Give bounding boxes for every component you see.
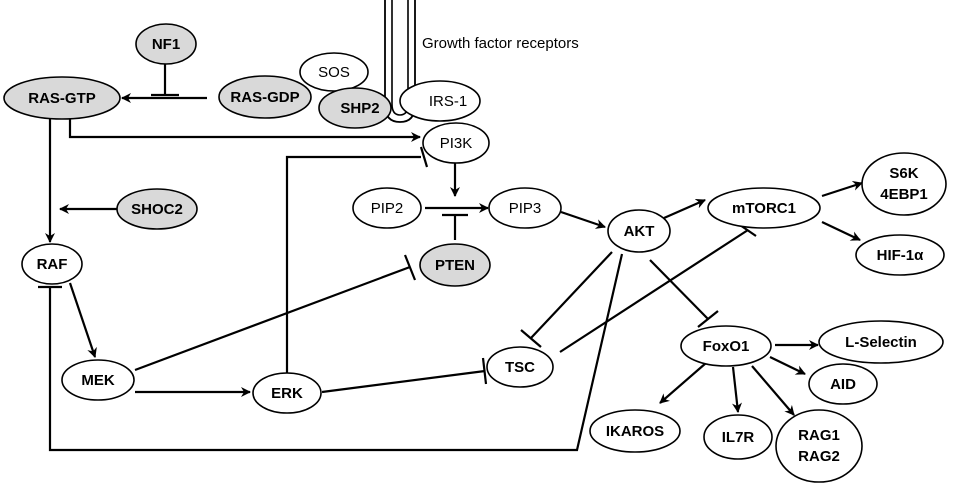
node-raf: RAF <box>21 243 83 285</box>
edges <box>38 63 863 452</box>
node-label: IL7R <box>722 429 755 446</box>
edge-tsc-inhibits-mtorc1 <box>559 229 749 353</box>
node-label: RAG1 <box>798 427 840 444</box>
node-l-selectin: L-Selectin <box>818 320 944 364</box>
node-mek: MEK <box>61 359 135 401</box>
node-mtorc1: mTORC1 <box>707 187 821 229</box>
node-s6k-4ebp1: S6K 4EBP1 <box>861 152 947 216</box>
edge-akt-inhibits-raf <box>48 253 624 452</box>
node-hif-1a: HIF-1α <box>855 234 945 276</box>
node-label: PI3K <box>440 135 473 152</box>
edge-akt-inhibits-foxo1 <box>649 259 709 320</box>
node-label: AID <box>830 376 856 393</box>
node-label: IKAROS <box>606 423 664 440</box>
node-label: SHP2 <box>340 100 379 117</box>
node-label: FoxO1 <box>703 338 750 355</box>
node-label: IRS-1 <box>429 93 467 110</box>
inhibition-bar <box>403 254 417 281</box>
node-sos: SOS <box>299 52 369 92</box>
node-label: NF1 <box>152 36 180 53</box>
node-label: mTORC1 <box>732 200 796 217</box>
node-label: RAS-GDP <box>230 89 299 106</box>
inhibition-bar <box>697 310 719 328</box>
edge-mtorc1-to-s6k <box>821 181 863 198</box>
node-label: PIP2 <box>371 200 404 217</box>
node-label: HIF-1α <box>877 247 925 264</box>
inhibition-bar <box>520 329 542 348</box>
node-shp2: SHP2 <box>318 87 392 129</box>
node-ras-gtp: RAS-GTP <box>3 76 121 120</box>
node-pi3k: PI3K <box>422 122 490 164</box>
node-label: SOS <box>318 64 350 81</box>
edge-mtorc1-to-hif1a <box>821 221 861 241</box>
edge-foxo1-to-rag <box>751 365 795 416</box>
node-label: S6K <box>889 165 918 182</box>
node-label: MEK <box>81 372 115 389</box>
inhibition-bar <box>481 357 488 385</box>
node-tsc: TSC <box>486 346 554 388</box>
node-ikaros: IKAROS <box>589 409 681 453</box>
edge-erk-inhibits-pi3k <box>285 155 421 373</box>
node-pip3: PIP3 <box>488 187 562 229</box>
node-label: RAG2 <box>798 448 840 465</box>
edge-akt-inhibits-tsc <box>530 251 613 339</box>
node-label: PIP3 <box>509 200 542 217</box>
node-label: AKT <box>624 223 655 240</box>
node-label: RAF <box>37 256 68 273</box>
edge-foxo1-to-ikaros <box>659 362 707 404</box>
node-label: ERK <box>271 385 303 402</box>
edge-akt-to-mtorc1 <box>663 198 706 220</box>
node-label: PTEN <box>435 257 475 274</box>
node-akt: AKT <box>607 209 671 253</box>
node-label: SHOC2 <box>131 201 183 218</box>
edge-rasgtp-to-pi3k <box>68 117 421 142</box>
node-rag1-rag2: RAG1 RAG2 <box>775 409 863 483</box>
inhibition-bar <box>419 146 429 168</box>
node-pip2: PIP2 <box>352 187 422 229</box>
receptor-caption: Growth factor receptors <box>422 35 579 52</box>
node-nf1: NF1 <box>135 23 197 65</box>
node-label: RAS-GTP <box>28 90 96 107</box>
edge-raf-to-mek <box>68 282 97 358</box>
node-label: L-Selectin <box>845 334 917 351</box>
node-shoc2: SHOC2 <box>116 188 198 230</box>
edge-foxo1-to-il7r <box>731 366 742 413</box>
nodes: NF1 SOS SHP2 RAS-GDP IRS-1 RAS-GTP PI3K <box>3 23 947 483</box>
edge-erk-inhibits-tsc <box>321 369 486 394</box>
node-irs-1: IRS-1 <box>399 80 481 122</box>
node-pten: PTEN <box>419 243 491 287</box>
node-erk: ERK <box>252 372 322 414</box>
edge-pip3-to-akt <box>560 210 606 229</box>
node-aid: AID <box>808 363 878 405</box>
node-foxo1: FoxO1 <box>680 325 772 367</box>
edge-foxo1-to-aid <box>769 356 806 375</box>
node-label: TSC <box>505 359 535 376</box>
node-il7r: IL7R <box>703 414 773 460</box>
node-label: 4EBP1 <box>880 186 928 203</box>
edge-mek-inhibits-pten <box>134 265 411 372</box>
node-ras-gdp: RAS-GDP <box>218 75 312 119</box>
